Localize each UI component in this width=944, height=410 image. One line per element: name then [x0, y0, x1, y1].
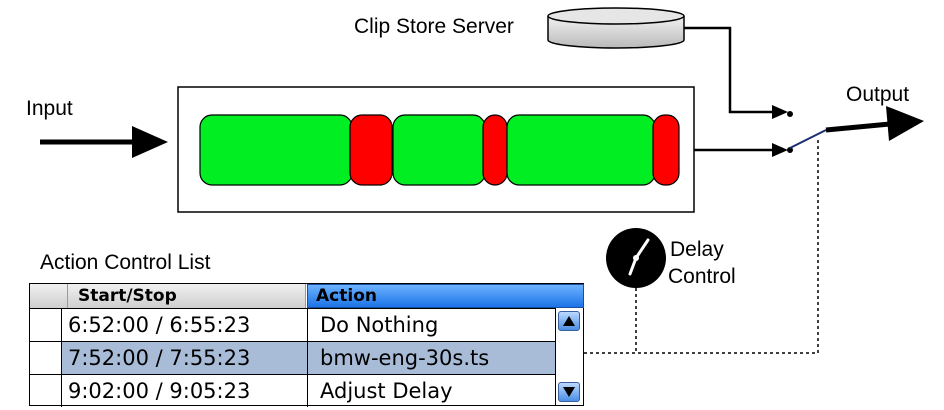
output-arrowhead — [886, 106, 924, 141]
row-checkbox[interactable] — [30, 309, 62, 341]
row-start-stop: 6:52:00 / 6:55:23 — [62, 309, 308, 341]
input-arrowhead — [132, 126, 168, 158]
buffer-segment-ad — [652, 114, 680, 186]
table-body: 6:52:00 / 6:55:23 Do Nothing 7:52:00 / 7… — [30, 308, 555, 407]
input-label: Input — [26, 97, 73, 120]
row-action: Adjust Delay — [320, 379, 453, 403]
clock-icon — [606, 228, 666, 288]
buffer-output-arrowhead — [772, 143, 788, 157]
row-checkbox[interactable] — [30, 375, 62, 407]
buffer-segment-ad — [482, 114, 508, 186]
triangle-down-icon — [563, 387, 575, 397]
table-row-selected[interactable]: 7:52:00 / 7:55:23 bmw-eng-30s.ts — [30, 341, 555, 374]
action-control-list-table: Start/Stop Action 6:52:00 / 6:55:23 Do N… — [29, 283, 584, 407]
buffer-segments — [199, 114, 680, 186]
server-feed-line — [684, 26, 776, 114]
delay-control-label-line1: Delay — [670, 238, 724, 261]
database-cylinder-icon — [547, 7, 685, 49]
row-checkbox[interactable] — [30, 342, 62, 374]
table-header: Start/Stop Action — [30, 284, 584, 308]
switch-contact-lower — [787, 147, 793, 153]
table-row[interactable]: 9:02:00 / 9:05:23 Adjust Delay — [30, 374, 555, 407]
buffer-segment-program — [199, 114, 353, 186]
action-control-list-label: Action Control List — [40, 251, 211, 274]
buffer-segment-program — [392, 114, 486, 186]
triangle-up-icon — [563, 316, 575, 326]
row-action: Do Nothing — [320, 313, 439, 337]
delay-control-dotted-line — [584, 140, 819, 354]
table-row[interactable]: 6:52:00 / 6:55:23 Do Nothing — [30, 308, 555, 341]
column-header-action[interactable]: Action — [307, 284, 584, 308]
scroll-down-button[interactable] — [558, 382, 580, 402]
switch-contact-upper — [787, 111, 793, 117]
row-start-stop: 9:02:00 / 9:05:23 — [62, 375, 308, 407]
output-label: Output — [846, 83, 910, 106]
server-feed-arrowhead — [772, 105, 788, 119]
scroll-up-button[interactable] — [558, 311, 580, 331]
row-start-stop: 7:52:00 / 7:55:23 — [62, 342, 308, 374]
buffer-segment-program — [506, 114, 656, 186]
column-header-select[interactable] — [30, 284, 68, 308]
buffer-segment-ad — [349, 114, 393, 186]
clip-store-server-label: Clip Store Server — [354, 15, 514, 38]
delay-control-label-line2: Control — [668, 265, 736, 288]
vertical-scrollbar[interactable] — [555, 308, 583, 405]
column-header-start-stop[interactable]: Start/Stop — [68, 284, 306, 308]
output-arrow-shaft — [825, 121, 891, 133]
switch-lever — [789, 129, 827, 149]
row-action: bmw-eng-30s.ts — [308, 342, 555, 374]
